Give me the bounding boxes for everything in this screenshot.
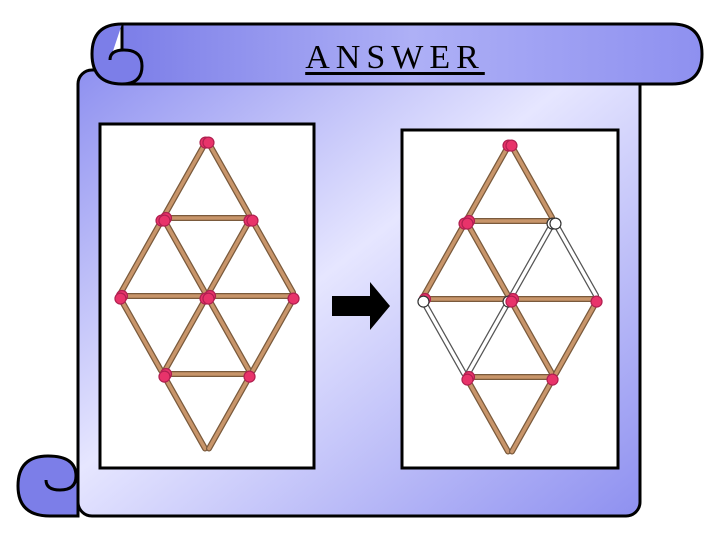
- matchstick-body: [253, 224, 295, 295]
- matchstick-body: [209, 302, 251, 373]
- matchstick-body: [207, 224, 249, 295]
- matchstick-body: [207, 380, 249, 451]
- matchstick-body: [422, 227, 464, 298]
- matchstick-body: [510, 227, 552, 298]
- scroll-top-roll: [120, 22, 704, 86]
- scroll-bottom-curl: [16, 454, 80, 518]
- match-head: [461, 217, 474, 230]
- match-head: [417, 295, 430, 308]
- matchstick-body: [468, 383, 510, 454]
- matchstick-body: [554, 305, 596, 376]
- after-matchsticks: [417, 139, 603, 455]
- match-head: [590, 295, 603, 308]
- matchstick-body: [424, 305, 466, 376]
- match-head: [246, 214, 259, 227]
- match-head: [202, 292, 215, 305]
- match-head: [158, 370, 171, 383]
- match-head: [461, 373, 474, 386]
- matchstick-after-12: [552, 295, 603, 377]
- matchstick-body: [468, 227, 510, 298]
- match-head: [114, 292, 127, 305]
- matchstick-body: [512, 305, 554, 376]
- matchstick-body: [165, 380, 207, 451]
- matchstick-body: [119, 224, 161, 295]
- matchstick-body: [209, 146, 251, 217]
- matchstick-body: [556, 227, 598, 298]
- matchstick-body: [163, 146, 205, 217]
- matchstick-before-11: [202, 292, 253, 374]
- moved-matchstick-after-6: [549, 217, 600, 299]
- matchstick-after-4: [461, 217, 512, 299]
- matchstick-after-14: [461, 373, 512, 455]
- matchstick-after-1: [505, 139, 556, 221]
- before-matchsticks: [114, 136, 300, 452]
- scroll-top-curl: [90, 22, 144, 86]
- matchstick-after-11: [505, 295, 556, 377]
- matchstick-before-9: [114, 292, 165, 374]
- match-head: [505, 295, 518, 308]
- right-arrow-icon: [332, 282, 390, 330]
- matchstick-before-14: [158, 370, 209, 452]
- matchstick-body: [251, 302, 293, 373]
- moved-matchstick-after-9: [417, 295, 468, 377]
- match-head: [549, 217, 562, 230]
- matchstick-after-15: [508, 373, 559, 455]
- match-head: [546, 373, 559, 386]
- match-head: [287, 292, 300, 305]
- matchstick-before-12: [249, 292, 300, 374]
- match-head: [202, 136, 215, 149]
- matchstick-body: [510, 383, 552, 454]
- matchstick-body: [466, 305, 508, 376]
- matchstick-body: [165, 224, 207, 295]
- matchstick-before-6: [246, 214, 297, 296]
- matchstick-before-15: [205, 370, 256, 452]
- matchstick-before-1: [202, 136, 253, 218]
- matchstick-before-4: [158, 214, 209, 296]
- matchstick-body: [466, 149, 508, 220]
- match-head: [158, 214, 171, 227]
- matchstick-body: [163, 302, 205, 373]
- page-title: ANSWER: [305, 39, 485, 76]
- match-head: [243, 370, 256, 383]
- matchstick-body: [512, 149, 554, 220]
- matchstick-body: [121, 302, 163, 373]
- match-head: [505, 139, 518, 152]
